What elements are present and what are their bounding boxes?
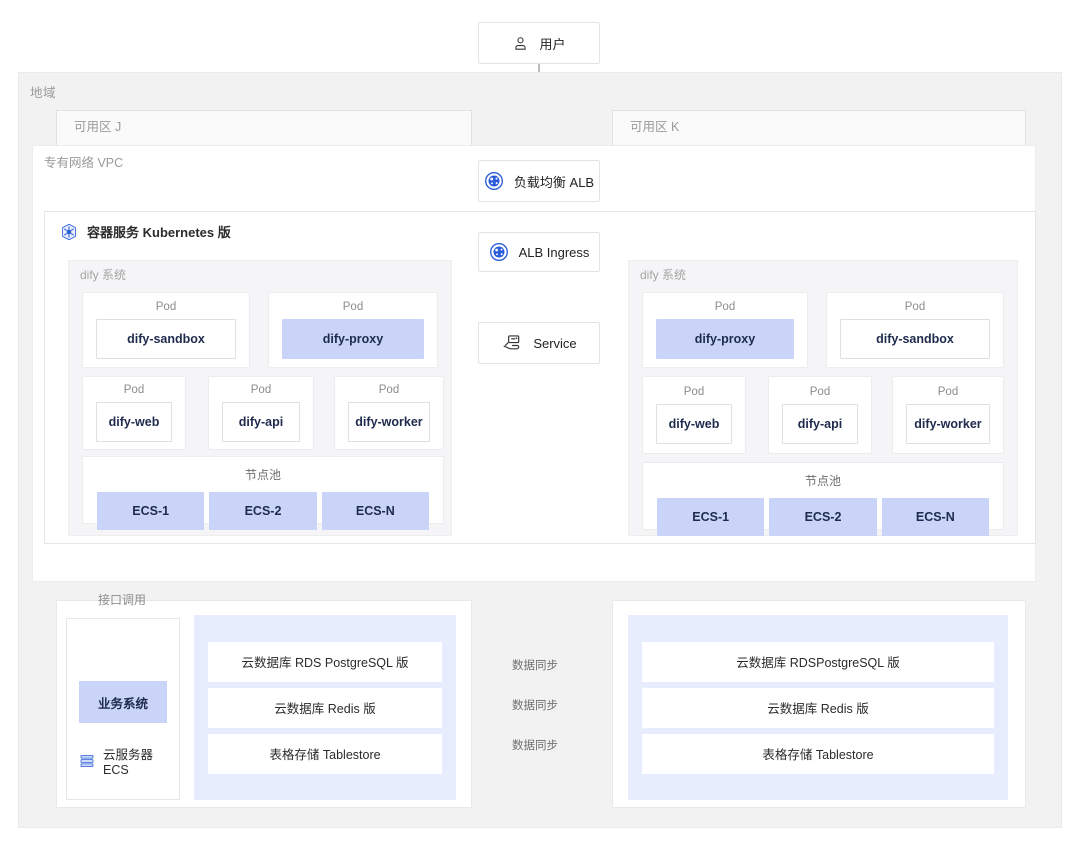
alb-icon: [489, 242, 509, 262]
pod-caption: Pod: [155, 301, 177, 313]
pod-card[interactable]: Pod dify-worker: [334, 376, 444, 450]
availability-zone-k-label: 可用区 K: [630, 120, 680, 134]
pod-workload-dify-web[interactable]: dify-web: [96, 402, 172, 442]
database-rds-postgresql[interactable]: 云数据库 RDSPostgreSQL 版: [642, 641, 994, 682]
k8s-service-icon: [501, 333, 523, 353]
node-ecs-2[interactable]: ECS-2: [769, 498, 877, 536]
node-pool-k: 节点池 ECS-1 ECS-2 ECS-N: [642, 462, 1004, 536]
data-sync-label: 数据同步: [512, 740, 558, 752]
pod-caption: Pod: [378, 384, 400, 396]
pod-caption: Pod: [904, 301, 926, 313]
business-system-box[interactable]: 业务系统: [79, 681, 167, 723]
data-sync-label: 数据同步: [512, 660, 558, 672]
pod-workload-dify-web[interactable]: dify-web: [656, 404, 732, 444]
alb-label: 负载均衡 ALB: [513, 174, 595, 190]
node-ecs-1[interactable]: ECS-1: [657, 498, 765, 536]
pod-caption: Pod: [683, 386, 705, 398]
interface-call-label: 接口调用: [98, 593, 147, 607]
ack-header: 容器服务 Kubernetes 版: [60, 222, 231, 241]
pod-workload-dify-proxy[interactable]: dify-proxy: [656, 319, 794, 359]
pod-card[interactable]: Pod dify-api: [768, 376, 872, 454]
node-ecs-n[interactable]: ECS-N: [881, 498, 989, 536]
database-rds-postgresql[interactable]: 云数据库 RDS PostgreSQL 版: [208, 641, 442, 682]
pod-caption: Pod: [250, 384, 272, 396]
node-ecs-2[interactable]: ECS-2: [209, 492, 317, 530]
pod-card[interactable]: Pod dify-web: [82, 376, 186, 450]
business-system-card: 业务系统 云服务器 ECS: [66, 618, 180, 800]
pod-card[interactable]: Pod dify-sandbox: [82, 292, 250, 368]
ecs-footer: 云服务器 ECS: [79, 744, 179, 777]
pod-workload-dify-worker[interactable]: dify-worker: [348, 402, 430, 442]
pod-workload-dify-api[interactable]: dify-api: [222, 402, 300, 442]
database-redis[interactable]: 云数据库 Redis 版: [208, 687, 442, 728]
node-pool-label: 节点池: [804, 474, 841, 488]
pod-workload-dify-proxy[interactable]: dify-proxy: [282, 319, 424, 359]
ecs-label: 云服务器 ECS: [103, 748, 154, 777]
user-node[interactable]: 用户: [478, 22, 600, 64]
database-redis[interactable]: 云数据库 Redis 版: [642, 687, 994, 728]
pod-caption: Pod: [123, 384, 145, 396]
vpc-label: 专有网络 VPC: [44, 156, 124, 170]
pod-card[interactable]: Pod dify-web: [642, 376, 746, 454]
dify-system-k-label: dify 系统: [640, 268, 687, 282]
alb-ingress-label: ALB Ingress: [518, 244, 590, 260]
pod-card[interactable]: Pod dify-proxy: [642, 292, 808, 368]
pod-card[interactable]: Pod dify-sandbox: [826, 292, 1004, 368]
dify-system-j-label: dify 系统: [80, 268, 127, 282]
service-node[interactable]: Service: [478, 322, 600, 364]
ecs-icon: [79, 753, 95, 769]
alb-ingress-node[interactable]: ALB Ingress: [478, 232, 600, 272]
database-group-j: 云数据库 RDS PostgreSQL 版 云数据库 Redis 版 表格存储 …: [194, 615, 456, 800]
node-pool-j: 节点池 ECS-1 ECS-2 ECS-N: [82, 456, 444, 530]
database-tablestore[interactable]: 表格存储 Tablestore: [642, 733, 994, 774]
pod-card[interactable]: Pod dify-proxy: [268, 292, 438, 368]
region-label: 地域: [30, 86, 57, 100]
node-ecs-n[interactable]: ECS-N: [321, 492, 429, 530]
data-sync-label: 数据同步: [512, 700, 558, 712]
kubernetes-icon: [60, 223, 78, 241]
node-ecs-1[interactable]: ECS-1: [97, 492, 205, 530]
pod-card[interactable]: Pod dify-worker: [892, 376, 1004, 454]
pod-caption: Pod: [937, 386, 959, 398]
pod-workload-dify-sandbox[interactable]: dify-sandbox: [840, 319, 990, 359]
alb-icon: [484, 171, 504, 191]
service-label: Service: [533, 335, 577, 351]
node-pool-label: 节点池: [244, 468, 281, 482]
database-tablestore[interactable]: 表格存储 Tablestore: [208, 733, 442, 774]
availability-zone-j-label: 可用区 J: [74, 120, 122, 134]
pod-card[interactable]: Pod dify-api: [208, 376, 314, 450]
alb-node[interactable]: 负载均衡 ALB: [478, 160, 600, 202]
pod-workload-dify-api[interactable]: dify-api: [782, 404, 858, 444]
pod-caption: Pod: [342, 301, 364, 313]
user-label: 用户: [539, 36, 566, 52]
pod-caption: Pod: [809, 386, 831, 398]
pod-caption: Pod: [714, 301, 736, 313]
pod-workload-dify-sandbox[interactable]: dify-sandbox: [96, 319, 236, 359]
ack-label: 容器服务 Kubernetes 版: [87, 225, 231, 240]
database-group-k: 云数据库 RDSPostgreSQL 版 云数据库 Redis 版 表格存储 T…: [628, 615, 1008, 800]
pod-workload-dify-worker[interactable]: dify-worker: [906, 404, 990, 444]
user-icon: [512, 35, 529, 52]
